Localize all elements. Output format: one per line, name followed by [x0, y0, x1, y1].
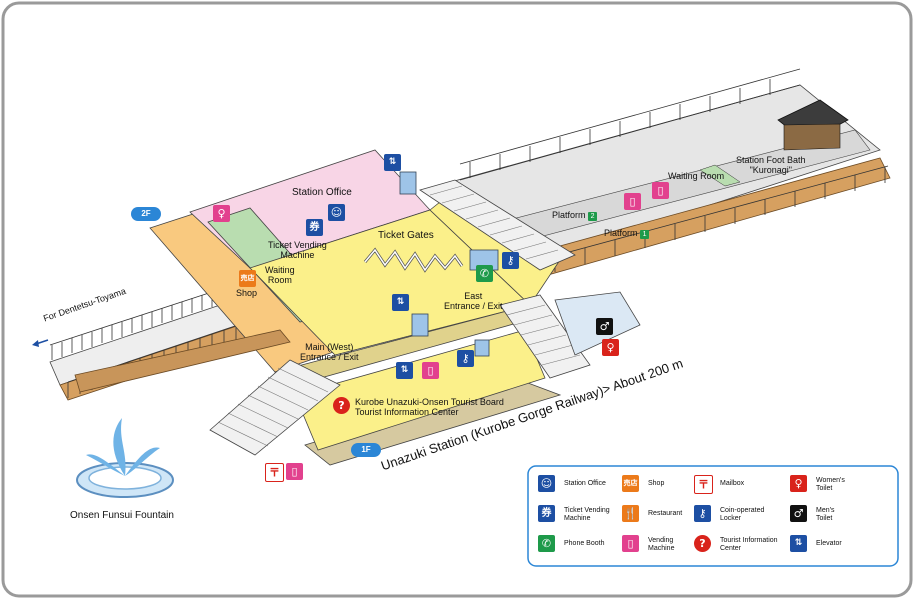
tourist-info-icon: ? [333, 397, 350, 414]
legend-ticket-vending-icon: 券 [538, 505, 555, 522]
mens-toilet-icon: ♂ [596, 318, 613, 335]
station-office-label: Station Office [292, 187, 352, 198]
platform-1-label: Platform 1 [604, 228, 650, 239]
legend-vending-machine-label: Vending Machine [648, 537, 675, 552]
floor-1f-badge: 1F [351, 443, 381, 457]
coin-locker-icon-1f: ⚷ [457, 350, 474, 367]
legend-coin-locker-label: Coin-operated Locker [720, 507, 765, 522]
legend-shop-label: Shop [648, 480, 665, 487]
station-building [74, 149, 641, 466]
ticket-vending-label: Ticket Vending Machine [268, 240, 327, 260]
legend-tourist-info-label: Tourist Information Center [720, 537, 778, 552]
legend-restaurant-label: Restaurant [648, 510, 683, 517]
legend-mailbox-label: Mailbox [720, 480, 745, 487]
platform-2-text: Platform [552, 210, 586, 220]
platform-2-label: Platform 2 [552, 210, 598, 221]
legend-mailbox-icon: 〒 [694, 475, 713, 494]
platform-waiting-room-label: Waiting Room [668, 171, 725, 181]
legend-ticket-vending-label: Ticket Vending Machine [564, 507, 610, 522]
east-platforms [439, 68, 891, 291]
legend-shop-icon: 売店 [622, 475, 639, 492]
legend-station-office-label: Station Office [564, 480, 606, 487]
shop-icon: 売店 [239, 270, 256, 287]
fountain-label: Onsen Funsui Fountain [70, 510, 174, 521]
mailbox-icon: 〒 [265, 463, 284, 482]
legend-mens-toilet-label: Men's Toilet [816, 507, 835, 522]
legend-tourist-info-icon: ? [694, 535, 711, 552]
vending-machine-icon-platform-2: ▯ [652, 182, 669, 199]
tourist-center-label: Tourist Information Center [355, 407, 459, 417]
platform-1-number: 1 [640, 230, 650, 239]
legend-phone-booth-icon: ✆ [538, 535, 555, 552]
legend-station-office-icon: ☺ [538, 475, 555, 492]
womens-toilet-icon-1f: ♀ [602, 339, 619, 356]
vending-machine-icon-outside: ▯ [286, 463, 303, 480]
floor-2f-badge: 2F [131, 207, 161, 221]
west-direction-arrow [32, 339, 49, 347]
elevator-icon-2f: ⇅ [392, 294, 409, 311]
elevator-icon: ⇅ [384, 154, 401, 171]
platform-1-text: Platform [604, 228, 638, 238]
shop-label: Shop [236, 288, 258, 298]
legend-vending-machine-icon: ▯ [622, 535, 639, 552]
vending-machine-icon-1f: ▯ [422, 362, 439, 379]
fountain-illustration [76, 418, 174, 498]
platform-2-number: 2 [588, 212, 598, 221]
legend-elevator-label: Elevator [816, 540, 842, 547]
phone-booth-icon: ✆ [476, 265, 493, 282]
main-entrance-label: Main (West) Entrance / Exit [300, 342, 359, 362]
waiting-room-2f-label: Waiting Room [265, 265, 295, 285]
legend-phone-booth-label: Phone Booth [564, 540, 605, 547]
foot-bath-label: Station Foot Bath "Kuronagi" [736, 155, 806, 175]
coin-locker-icon: ⚷ [502, 252, 519, 269]
ticket-vending-icon: 券 [306, 219, 323, 236]
legend-restaurant-icon: 🍴 [622, 505, 639, 522]
ticket-gates-label: Ticket Gates [378, 230, 434, 241]
east-entrance-label: East Entrance / Exit [444, 291, 503, 311]
elevator-icon-1f: ⇅ [396, 362, 413, 379]
legend-womens-toilet-icon: ♀ [790, 475, 807, 492]
legend-mens-toilet-icon: ♂ [790, 505, 807, 522]
station-office-icon: ☺ [328, 204, 345, 221]
legend-womens-toilet-label: Women's Toilet [816, 477, 845, 492]
womens-toilet-icon: ♀ [213, 205, 230, 222]
tourist-board-label: Kurobe Unazuki-Onsen Tourist Board [355, 397, 504, 407]
legend-coin-locker-icon: ⚷ [694, 505, 711, 522]
vending-machine-icon-platform: ▯ [624, 193, 641, 210]
legend-elevator-icon: ⇅ [790, 535, 807, 552]
